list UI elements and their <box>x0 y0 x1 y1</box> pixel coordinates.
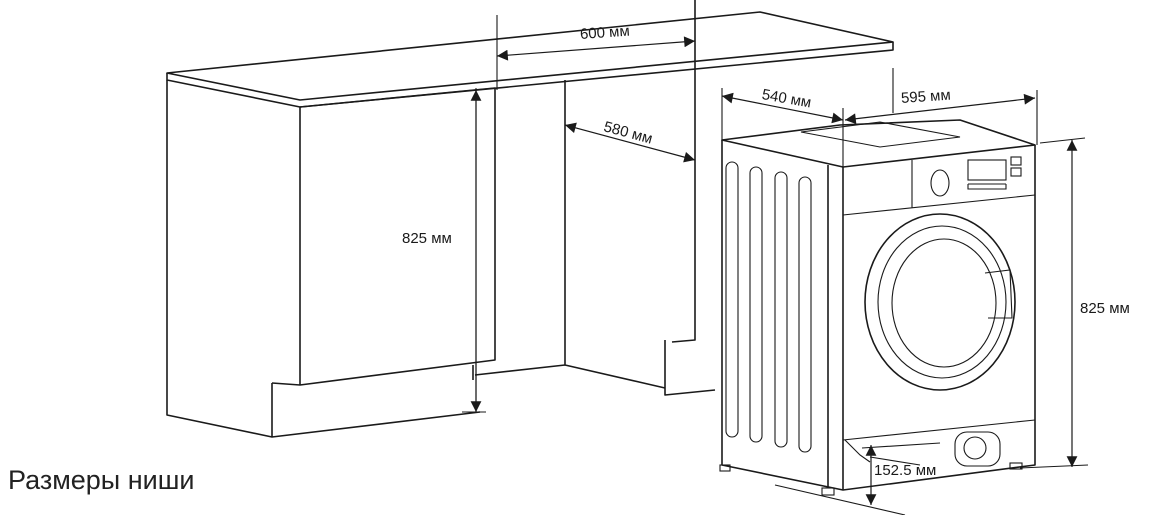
diagram-title: Размеры ниши <box>8 465 195 495</box>
washer-height-label: 825 мм <box>1080 300 1130 317</box>
dimension-lines <box>462 15 1089 515</box>
washing-machine <box>719 119 1036 496</box>
kitchen-cabinet <box>166 0 894 438</box>
plinth-height-label: 152.5 мм <box>874 462 937 479</box>
washer-width-label: 595 мм <box>900 86 952 107</box>
niche-height-label: 825 мм <box>402 230 452 247</box>
niche-width-label: 600 мм <box>579 22 631 43</box>
